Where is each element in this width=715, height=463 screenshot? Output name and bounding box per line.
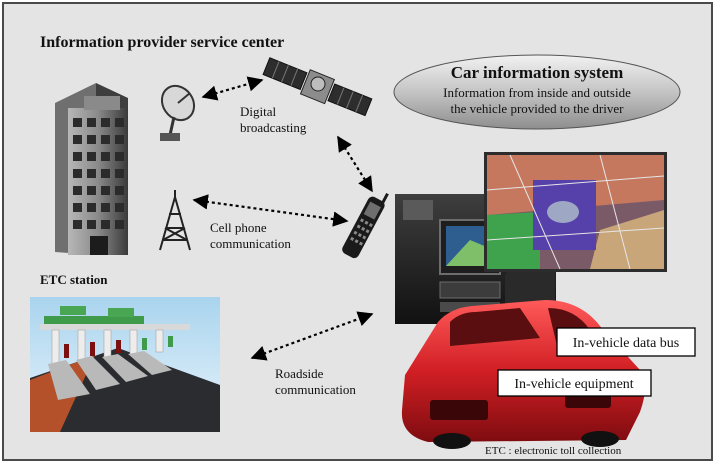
navigation-map-picture bbox=[484, 152, 667, 272]
cell-label-1: Cell phone bbox=[210, 220, 267, 235]
equipment-label: In-vehicle equipment bbox=[514, 377, 633, 392]
car-info-line1: Information from inside and outside bbox=[443, 85, 631, 100]
car-info-line2: the vehicle provided to the driver bbox=[451, 101, 625, 116]
etc-station-label: ETC station bbox=[40, 272, 108, 287]
car-info-ellipse: Car information system Information from … bbox=[393, 54, 681, 130]
data-bus-label: In-vehicle data bus bbox=[573, 336, 680, 351]
arrow-dish-satellite bbox=[201, 76, 264, 101]
arrow-tower-phone bbox=[192, 194, 349, 227]
etc-footnote: ETC : electronic toll collection bbox=[485, 445, 622, 457]
cell-tower-icon bbox=[159, 190, 191, 251]
arrow-satellite-phone bbox=[337, 135, 373, 193]
equipment-box bbox=[497, 369, 652, 397]
satellite-icon bbox=[262, 57, 373, 117]
digital-label-2: broadcasting bbox=[240, 120, 307, 135]
roadside-label-2: communication bbox=[275, 382, 356, 397]
data-bus-box bbox=[556, 327, 696, 357]
office-building-icon bbox=[55, 83, 128, 255]
cell-phone-icon bbox=[342, 193, 389, 259]
satellite-dish-icon bbox=[160, 84, 196, 141]
cell-label-2: communication bbox=[210, 236, 291, 251]
car-info-title: Car information system bbox=[451, 63, 624, 82]
service-center-title: Information provider service center bbox=[40, 34, 284, 51]
digital-label-1: Digital bbox=[240, 104, 276, 119]
etc-station-picture bbox=[30, 297, 220, 432]
roadside-label-1: Roadside bbox=[275, 366, 324, 381]
